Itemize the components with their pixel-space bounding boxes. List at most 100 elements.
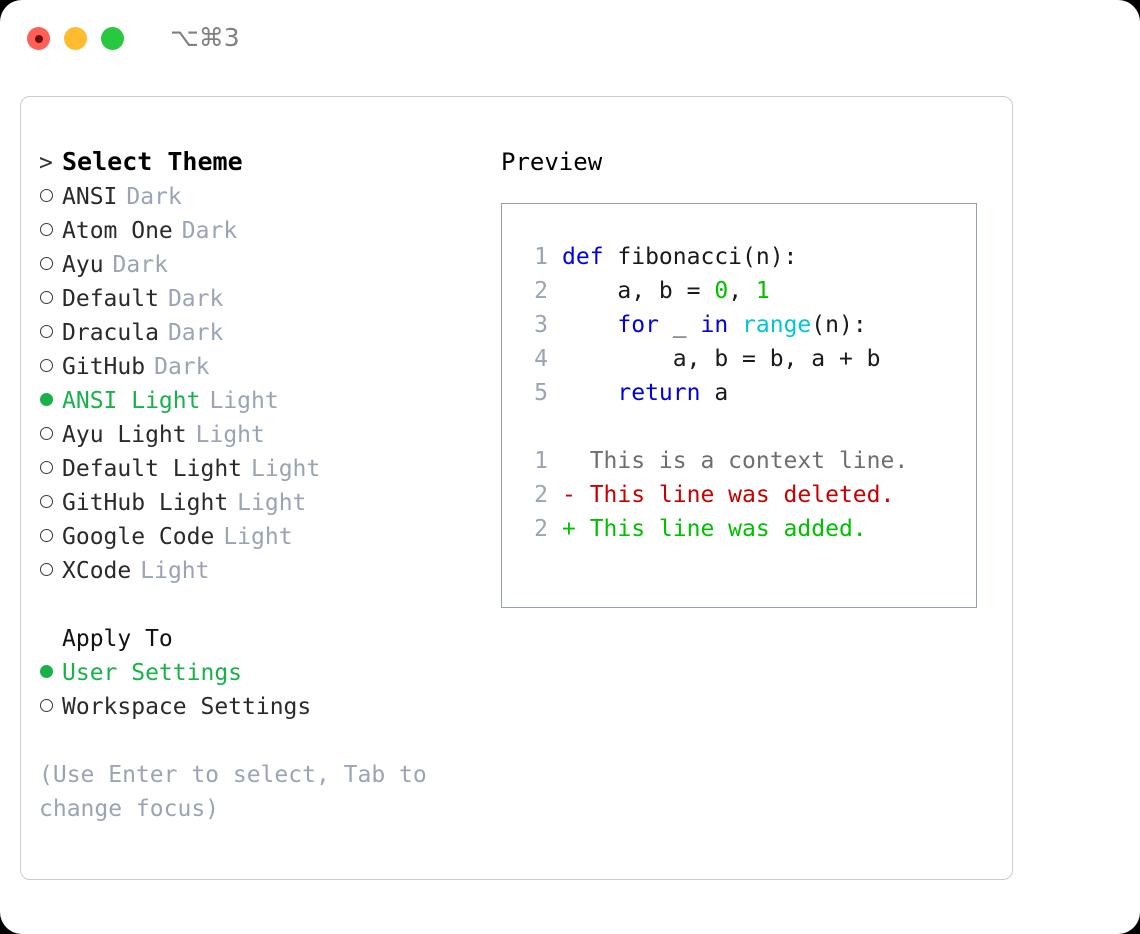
- list-item[interactable]: Workspace Settings: [39, 690, 479, 724]
- page-title-label: Select Theme: [62, 147, 243, 176]
- code-line: 5 return a: [518, 376, 976, 410]
- list-item-tag: Light: [237, 490, 307, 516]
- list-item-label: Dracula: [62, 320, 159, 346]
- list-item-label: ANSI Light: [62, 388, 201, 414]
- code-text: return a: [562, 376, 728, 410]
- keyboard-shortcut-label: ⌥⌘3: [170, 23, 240, 52]
- close-button[interactable]: [27, 27, 50, 50]
- list-item-tag: Light: [223, 524, 293, 550]
- list-item-tag: Dark: [154, 354, 210, 380]
- line-number: 4: [534, 346, 548, 372]
- list-item[interactable]: Dracula Dark: [39, 316, 479, 350]
- code-text: for _ in range(n):: [562, 308, 867, 342]
- code-sample: 1 def fibonacci(n): 2 a, b = 0, 1 3 for _ i…: [518, 240, 976, 410]
- list-item-label: Ayu: [62, 252, 104, 278]
- list-item-label: Atom One: [62, 218, 173, 244]
- title-bar: ⌥⌘3: [0, 0, 1140, 78]
- preview-box: 1 def fibonacci(n): 2 a, b = 0, 1 3 for _ i…: [501, 203, 977, 608]
- code-text: - This line was deleted.: [562, 478, 894, 512]
- code-line: 1 This is a context line.: [518, 444, 976, 478]
- code-text: a, b = b, a + b: [562, 342, 881, 376]
- hint-spacer: [39, 724, 479, 758]
- code-token: ,: [728, 278, 756, 304]
- list-item[interactable]: Default Dark: [39, 282, 479, 316]
- preview-title-label: Preview: [501, 148, 603, 176]
- line-number: 5: [534, 380, 548, 406]
- list-item[interactable]: Ayu Light Light: [39, 418, 479, 452]
- code-text: This is a context line.: [562, 444, 909, 478]
- code-token: a: [700, 380, 729, 406]
- line-number: 3: [534, 312, 548, 338]
- code-token: 1: [755, 278, 770, 304]
- line-number: 2: [534, 516, 548, 542]
- list-item[interactable]: Google Code Light: [39, 520, 479, 554]
- list-item-tag: Dark: [112, 252, 168, 278]
- code-token: for: [617, 312, 659, 338]
- list-item[interactable]: User Settings: [39, 656, 479, 690]
- list-item-tag: Light: [195, 422, 265, 448]
- apply-to-heading: Apply To: [62, 626, 173, 652]
- code-token: [728, 312, 742, 338]
- list-item-label: GitHub: [62, 354, 146, 380]
- page-title: > Select Theme: [39, 145, 479, 180]
- maximize-button[interactable]: [101, 27, 124, 50]
- code-diff-separator: [518, 410, 976, 444]
- line-number: 2: [534, 482, 548, 508]
- list-item-label: XCode: [62, 558, 132, 584]
- list-item[interactable]: Atom One Dark: [39, 214, 479, 248]
- list-item-label: User Settings: [62, 660, 243, 686]
- list-item[interactable]: GitHub Light Light: [39, 486, 479, 520]
- list-item[interactable]: GitHub Dark: [39, 350, 479, 384]
- line-number: 1: [534, 448, 548, 474]
- code-token: _: [658, 312, 701, 338]
- list-item-tag: Light: [209, 388, 279, 414]
- code-line: 4 a, b = b, a + b: [518, 342, 976, 376]
- code-token: in: [700, 312, 729, 338]
- minimize-button[interactable]: [64, 27, 87, 50]
- code-token: + This line was added.: [562, 516, 867, 542]
- code-line: 3 for _ in range(n):: [518, 308, 976, 342]
- code-token: fibonacci(n):: [603, 244, 798, 270]
- list-item-label: Ayu Light: [62, 422, 187, 448]
- list-item-tag: Dark: [167, 320, 224, 346]
- window-controls: [27, 27, 124, 50]
- list-item-label: Default: [62, 286, 159, 312]
- code-token: - This line was deleted.: [562, 482, 895, 508]
- code-line: 1 def fibonacci(n):: [518, 240, 976, 274]
- code-token: [562, 312, 617, 338]
- list-item-label: Google Code: [62, 524, 215, 550]
- list-item-label: ANSI: [62, 184, 118, 210]
- preview-column: Preview 1 def fibonacci(n): 2 a, b = 0, 1 3…: [501, 145, 991, 608]
- code-token: (n):: [811, 312, 867, 338]
- list-item[interactable]: ANSI Dark: [39, 180, 479, 214]
- list-item-tag: Light: [251, 456, 321, 482]
- code-text: def fibonacci(n):: [562, 240, 797, 274]
- list-item[interactable]: ANSI Light Light: [39, 384, 479, 418]
- line-number: 1: [534, 244, 548, 270]
- list-item-tag: Dark: [167, 286, 224, 312]
- code-token: This is a context line.: [562, 448, 909, 474]
- list-item-label: GitHub Light: [62, 490, 229, 516]
- code-token: a, b =: [562, 278, 715, 304]
- diff-sample: 1 This is a context line. 2 - This line wa…: [518, 444, 976, 546]
- keyboard-hint: (Use Enter to select, Tab to change focu…: [39, 762, 441, 822]
- list-item-label: Workspace Settings: [62, 694, 312, 720]
- code-text: + This line was added.: [562, 512, 867, 546]
- list-item-tag: Dark: [126, 184, 182, 210]
- selection-arrow-icon: >: [39, 150, 53, 176]
- code-token: 0: [714, 278, 729, 304]
- code-token: range: [742, 312, 812, 338]
- line-number: 2: [534, 278, 548, 304]
- code-token: [562, 380, 617, 406]
- list-item[interactable]: Ayu Dark: [39, 248, 479, 282]
- list-item-tag: Dark: [181, 218, 238, 244]
- code-line: 2 - This line was deleted.: [518, 478, 976, 512]
- list-spacer: [39, 588, 479, 622]
